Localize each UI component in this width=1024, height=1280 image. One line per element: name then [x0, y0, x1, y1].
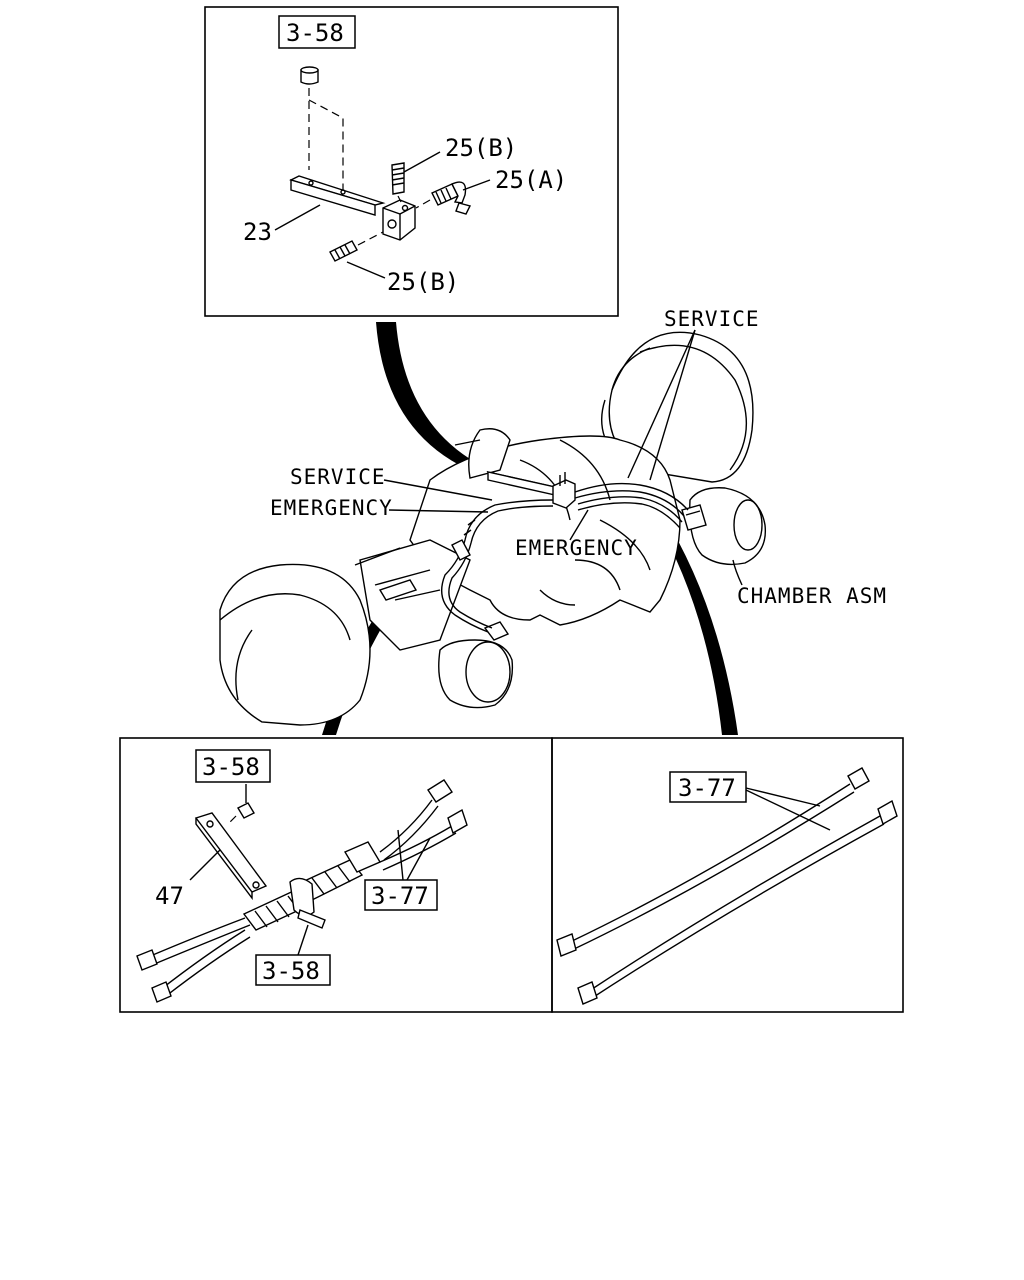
- top-ref-label: 3-58: [286, 19, 344, 47]
- bl-ref-box-clip: 3-58: [255, 954, 331, 986]
- leader-arrow-top: [376, 322, 490, 476]
- bottom-right-panel: 3-77: [551, 737, 904, 1013]
- fitting-25a: [415, 181, 472, 215]
- bottom-left-panel: 3-58 47: [119, 737, 553, 1013]
- leader-arrow-right: [655, 513, 738, 735]
- label-emergency-center: EMERGENCY: [515, 536, 638, 560]
- br-hoses: [556, 767, 898, 1005]
- label-chamber-asm: CHAMBER ASM: [737, 584, 887, 608]
- bl-ref-box-top: 3-58: [195, 749, 271, 783]
- bl-ref-top-label: 3-58: [202, 753, 260, 781]
- part-25b-upper-label: 25(B): [445, 134, 517, 162]
- label-emergency-left: EMERGENCY: [270, 496, 393, 520]
- bracket-23: [289, 175, 416, 241]
- part-47-label: 47: [155, 882, 184, 910]
- fitting-25b-upper: [391, 162, 405, 203]
- part-23-label: 23: [243, 218, 272, 246]
- part-25a-label: 25(A): [495, 166, 567, 194]
- br-ref-hose-label: 3-77: [678, 774, 736, 802]
- top-ref-box: 3-58: [278, 15, 356, 49]
- label-service-right: SERVICE: [664, 307, 760, 331]
- bl-hose-bundle: [136, 779, 468, 1003]
- part-25b-lower-label: 25(B): [387, 268, 459, 296]
- bl-ref-box-hose: 3-77: [364, 879, 438, 911]
- top-detail-panel: 3-58 23 25: [204, 6, 619, 317]
- br-ref-box-hose: 3-77: [669, 771, 747, 803]
- bl-ref-hose-label: 3-77: [371, 882, 429, 910]
- bl-ref-clip-label: 3-58: [262, 957, 320, 985]
- label-service-left: SERVICE: [290, 465, 386, 489]
- fitting-25b-lower: [329, 231, 384, 262]
- bracket-47: [194, 812, 268, 901]
- bolt: [300, 66, 344, 190]
- axle-assembly: [219, 331, 767, 726]
